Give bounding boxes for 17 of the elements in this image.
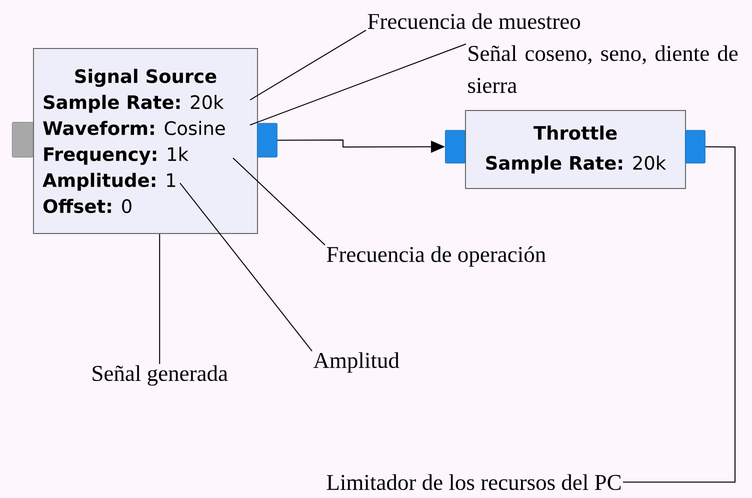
annotation-label: Señal generada xyxy=(92,365,228,386)
annotation-label: Frecuencia de operación xyxy=(326,246,546,267)
block-box: Throttle Sample Rate: 20k xyxy=(465,110,686,189)
port xyxy=(685,130,706,164)
leader-line xyxy=(232,158,326,246)
annotation-label: Limitador de los recursos del PC xyxy=(326,474,621,490)
port xyxy=(257,123,278,158)
block-box: Signal Source Sample Rate: 20k Waveform: Cosine Frequency: 1k Amplitude: 1 Offset: 0 xyxy=(33,48,258,234)
leader-line xyxy=(250,30,366,100)
leader-line xyxy=(622,146,736,483)
leader-line xyxy=(180,182,312,352)
port xyxy=(12,122,34,158)
annotation-label: Amplitud xyxy=(313,352,400,373)
annotation-label: Frecuencia de muestreo xyxy=(368,13,580,30)
leader-line xyxy=(159,234,160,364)
annotation-label: Señal coseno, seno, diente de sierra xyxy=(468,45,738,94)
port xyxy=(445,130,466,164)
